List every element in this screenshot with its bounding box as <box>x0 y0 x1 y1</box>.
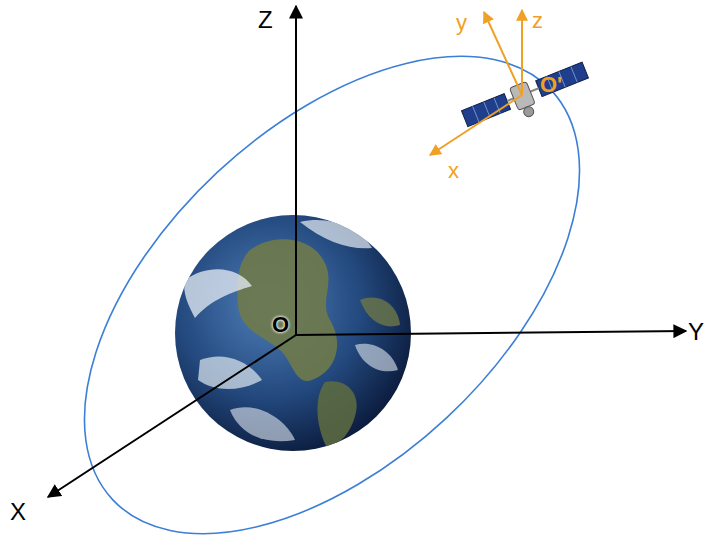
axis-label: Z <box>258 8 273 32</box>
axis-label: X <box>10 500 26 524</box>
earth-globe <box>175 215 411 451</box>
axis-label: Y <box>688 320 704 344</box>
x-axis <box>48 335 296 497</box>
body-axis-label: z <box>532 10 543 32</box>
orbit-ellipse <box>0 0 666 536</box>
body-origin-label: O' <box>540 74 562 96</box>
body-axis-label: y <box>456 12 467 34</box>
y-axis <box>296 331 686 335</box>
origin-label: O <box>272 314 289 336</box>
body-x-axis <box>430 95 522 155</box>
z-axis <box>295 6 297 335</box>
body-axis-label: x <box>448 160 459 182</box>
satellite-icon <box>460 59 593 139</box>
body-z-axis <box>521 10 523 95</box>
body-y-axis <box>484 12 522 95</box>
